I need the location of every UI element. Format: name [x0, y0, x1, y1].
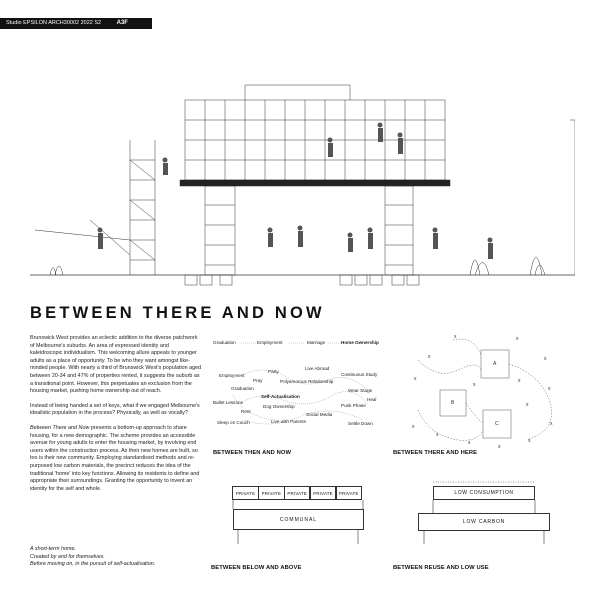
- block-c-label: C: [495, 421, 499, 427]
- reuse-and-low-use-diagram: LOW CONSUMPTION LOW CARBON: [410, 478, 560, 548]
- word-graduation: Graduation: [231, 386, 254, 391]
- svg-text:x: x: [414, 376, 417, 382]
- svg-text:x: x: [436, 432, 439, 438]
- block-b-label: B: [451, 400, 455, 406]
- upper-frame: [184, 84, 446, 181]
- construction-elevation-drawing: [30, 84, 575, 286]
- structure-lines: [232, 500, 364, 544]
- word-rent: Rent: [241, 409, 251, 414]
- word-party: Party: [268, 369, 279, 374]
- word-live-abroad: Live Abroad: [305, 366, 330, 371]
- closing-line: Before moving on, in the pursuit of self…: [30, 561, 156, 568]
- word-ballet: Ballet Lessons: [213, 400, 243, 405]
- word-social-media: Social Media: [306, 412, 333, 417]
- word-sleep-on-couch: Sleep on Couch: [217, 420, 250, 425]
- word-dog: Dog Ownership: [263, 404, 295, 409]
- site-plan-graphic: x x x x x x x x x x x x x x x: [412, 334, 553, 450]
- svg-text:x: x: [550, 421, 553, 427]
- foundation-blocks: [184, 274, 420, 286]
- proposal-text: presents a bottom-up approach to share h…: [30, 424, 200, 492]
- closing-line: A short-term home.: [30, 546, 76, 552]
- page-title: BETWEEN THERE AND NOW: [30, 304, 325, 322]
- closing-line: Created by and for themselves.: [30, 553, 105, 560]
- svg-text:x: x: [528, 438, 531, 444]
- paragraph-proposal: Between There and Now presents a bottom-…: [30, 425, 202, 493]
- svg-text:x: x: [412, 424, 415, 430]
- header-bar: Studio EPSILON ARCH30002 2022 S2 A3F: [0, 18, 152, 29]
- paragraph-question: Instead of being handed a set of keys, w…: [30, 402, 200, 417]
- there-and-here-diagram: x x x x x x x x x x x x x x x A B C: [398, 330, 568, 450]
- word-employment: Employment: [257, 340, 283, 345]
- label-there-and-here: BETWEEN THERE AND HERE: [393, 450, 478, 456]
- lower-walls: [204, 185, 414, 276]
- word-marriage: Marriage: [307, 340, 326, 345]
- svg-text:x: x: [498, 444, 501, 450]
- private-unit: PRIVATE: [335, 486, 362, 500]
- svg-text:x: x: [454, 334, 457, 340]
- svg-text:x: x: [548, 386, 551, 392]
- closing-statement: A short-term home. Created by and for th…: [30, 546, 155, 569]
- low-carbon-block: LOW CARBON: [418, 513, 550, 531]
- project-name: Between There and Now: [30, 424, 90, 431]
- label-below-and-above: BETWEEN BELOW AND ABOVE: [211, 565, 302, 571]
- private-units-row: PRIVATE PRIVATE PRIVATE PRIVATE PRIVATE: [232, 486, 362, 500]
- word-graduation: Graduation: [213, 340, 236, 345]
- low-consumption-block: LOW CONSUMPTION: [433, 486, 535, 500]
- word-punk: Punk Phase: [341, 403, 366, 408]
- private-unit: PRIVATE: [232, 486, 259, 500]
- word-pray: Pray: [253, 378, 263, 383]
- below-and-above-diagram: PRIVATE PRIVATE PRIVATE PRIVATE PRIVATE …: [226, 478, 368, 548]
- people-figures: [97, 122, 493, 259]
- then-and-now-diagram: Graduation Employment Marriage Home Owne…: [213, 335, 388, 435]
- word-live-with-parents: Live with Parents: [271, 419, 306, 424]
- word-self-actualisation: Self-Actualisation: [261, 394, 300, 399]
- narrative-text: Brunswick West provides an eclectic addi…: [30, 335, 202, 567]
- block-a-label: A: [493, 361, 497, 367]
- svg-text:x: x: [473, 382, 476, 388]
- sheet-number: A3F: [116, 20, 128, 26]
- scaffold-left: [129, 140, 156, 275]
- paragraph-context: Brunswick West provides an eclectic addi…: [30, 335, 202, 395]
- word-employment: Employment: [219, 373, 245, 378]
- word-continuous-study: Continuous Study: [341, 372, 378, 377]
- private-unit: PRIVATE: [309, 486, 337, 500]
- word-polyamorous: Polyamorous Relationship: [280, 379, 334, 384]
- word-wear-stage: Wear Stage: [348, 388, 373, 393]
- label-reuse-and-low-use: BETWEEN REUSE AND LOW USE: [393, 565, 489, 571]
- word-settle-down: Settle Down: [348, 421, 373, 426]
- word-heal: Heal: [367, 397, 377, 402]
- svg-text:x: x: [544, 356, 547, 362]
- label-then-and-now: BETWEEN THEN AND NOW: [213, 450, 292, 456]
- svg-text:x: x: [518, 378, 521, 384]
- svg-text:x: x: [526, 402, 529, 408]
- studio-label: Studio EPSILON ARCH30002 2022 S2: [6, 20, 102, 26]
- svg-text:x: x: [468, 440, 471, 446]
- word-home-ownership: Home Ownership: [341, 340, 379, 345]
- communal-space: COMMUNAL: [233, 509, 364, 530]
- svg-text:x: x: [516, 336, 519, 342]
- svg-text:x: x: [428, 354, 431, 360]
- structure-lines: [423, 481, 545, 544]
- connector-lines: [232, 342, 369, 425]
- private-unit: PRIVATE: [284, 486, 311, 500]
- private-unit: PRIVATE: [258, 486, 285, 500]
